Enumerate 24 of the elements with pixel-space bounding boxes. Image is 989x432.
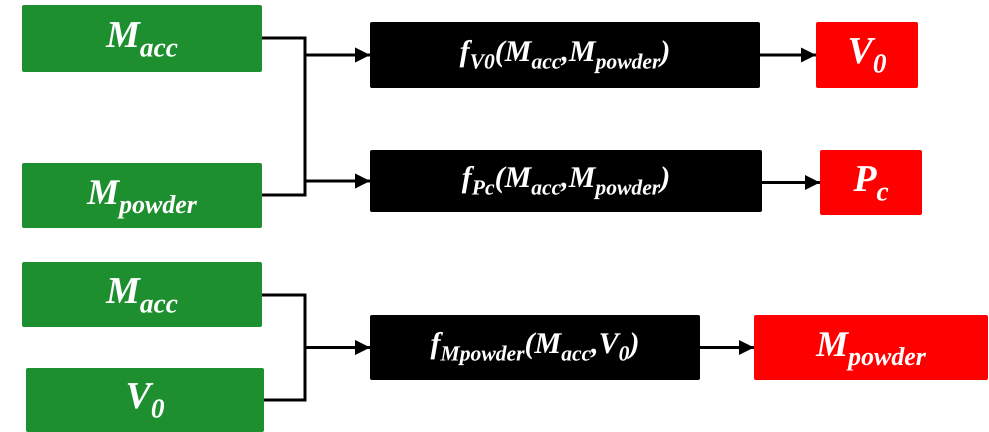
arrow	[760, 48, 816, 62]
arrow	[700, 340, 754, 355]
math-label: V$_{0}$	[125, 377, 165, 423]
math-label: f$_{Pc}$(M$_{acc}$,M$_{powder}$)	[462, 162, 670, 200]
arrow	[762, 175, 820, 190]
math-label: f$_{V0}$(M$_{acc}$,M$_{powder}$)	[460, 36, 670, 74]
output-box	[816, 22, 918, 88]
function-box	[370, 150, 762, 212]
input-box	[22, 262, 262, 327]
math-label: P$_{c}$	[853, 160, 889, 206]
math-label: f$_{Mpowder}$(M$_{acc}$,V$_{0}$)	[430, 329, 640, 366]
input-box	[22, 5, 262, 72]
input-box	[26, 368, 264, 432]
function-box	[370, 315, 700, 380]
input-box	[22, 163, 262, 228]
math-label: V$_{0}$	[847, 32, 887, 78]
math-label: M$_{powder}$	[87, 174, 197, 218]
function-box	[370, 22, 760, 88]
output-box	[754, 315, 988, 380]
output-box	[820, 150, 922, 215]
arrow	[264, 340, 370, 402]
math-label: M$_{acc}$	[106, 272, 178, 318]
math-label: M$_{powder}$	[816, 326, 926, 370]
math-label: M$_{acc}$	[106, 16, 178, 62]
